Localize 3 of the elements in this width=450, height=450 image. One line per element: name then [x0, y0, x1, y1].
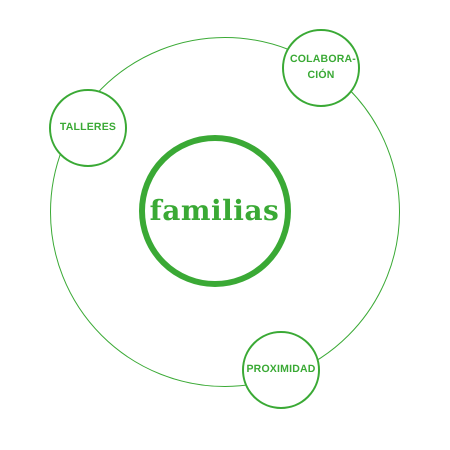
center-label: familias — [150, 192, 280, 228]
node-label: PROXIMIDAD — [246, 362, 316, 378]
node-label: TALLERES — [60, 120, 116, 136]
